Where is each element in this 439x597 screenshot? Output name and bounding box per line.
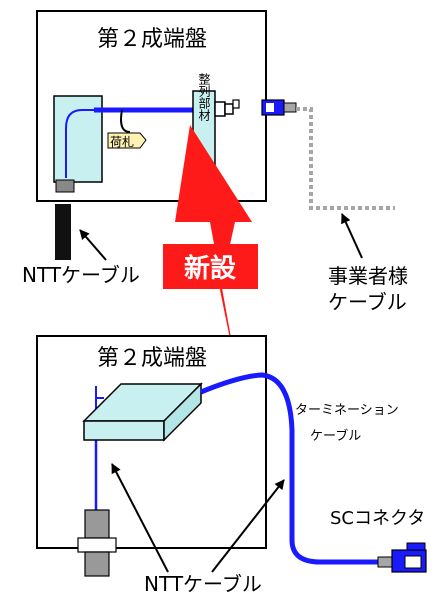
operator-cable-label-line1: 事業者様 [328, 264, 408, 288]
termination-cable-label-line1: ターミネーション [295, 403, 399, 418]
new-install-label: 新設 [184, 253, 237, 284]
new-install-callout-box [163, 244, 258, 289]
top-sc-connector-icon [261, 99, 297, 116]
splice-unit-label: 整列部材 [197, 72, 211, 121]
ntt-cable-bottom-arrow-2 [211, 479, 285, 573]
sc-connector-label: SCコネクタ [330, 508, 425, 529]
ntt-cable-label-top: NTTケーブル [22, 263, 140, 287]
top-fiber-loop [65, 109, 102, 178]
bottom-sc-connector-icon [377, 542, 427, 573]
ntt-cable-bottom-arrow-1 [111, 463, 169, 573]
bottom-closure-box [82, 382, 203, 442]
bottom-panel-title: 第２成端盤 [97, 346, 207, 371]
tag-card [107, 132, 147, 149]
top-cable-gland [55, 179, 75, 193]
tag-string [120, 109, 131, 133]
bottom-cable-gland [77, 509, 117, 577]
operator-cable-line [296, 107, 395, 210]
operator-cable-label-line2: ケーブル [328, 290, 407, 314]
ntt-cable-label-bottom: NTTケーブル [144, 572, 262, 596]
top-panel-title: 第２成端盤 [97, 27, 207, 52]
bottom-termination-panel [36, 335, 267, 549]
termination-cable [200, 372, 396, 565]
new-install-callout-pointer [175, 125, 252, 398]
adapter-icon [214, 99, 240, 117]
ntt-cable-top-arrow [79, 229, 107, 261]
tag-label: 荷札 [110, 135, 134, 149]
operator-cable-arrow [341, 213, 363, 259]
ntt-cable-top [55, 204, 71, 260]
bottom-fiber-loop [94, 386, 104, 432]
termination-cable-label-line2: ケーブル [310, 428, 361, 444]
